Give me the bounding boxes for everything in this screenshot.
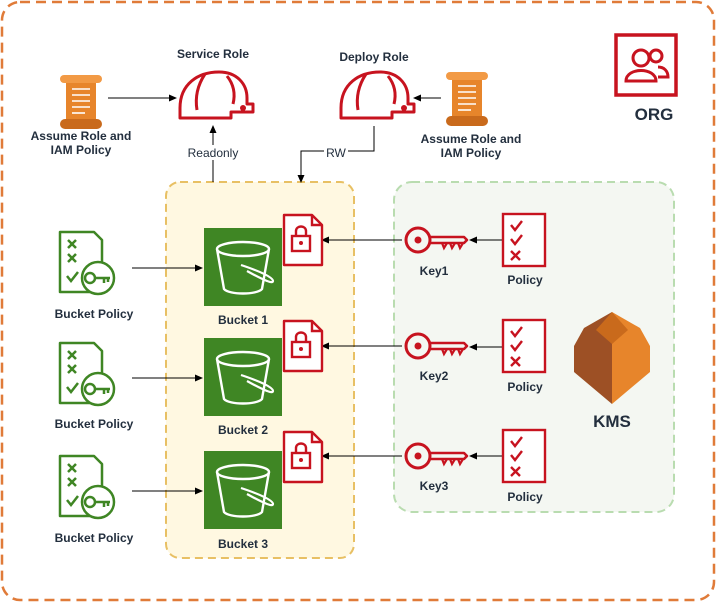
deploy-role-hardhat-icon [339, 70, 416, 120]
rw-label-bg [324, 145, 348, 160]
org-label: ORG [635, 105, 674, 124]
org-icon [614, 33, 678, 97]
encrypted-doc-2-icon [282, 319, 324, 373]
service-role-label: Service Role [177, 47, 249, 61]
bucket-policy-1-icon [58, 230, 116, 296]
bucket-2-s3-icon [202, 336, 284, 418]
assume-role-left-scroll-icon [59, 74, 103, 130]
bucket-policy-3-icon [58, 454, 116, 520]
assume-right-line2: IAM Policy [441, 146, 502, 160]
deploy-role-label: Deploy Role [339, 50, 409, 64]
bucket-3-label: Bucket 3 [218, 537, 268, 551]
key-1-label: Key1 [420, 264, 449, 278]
bucket-policy-2-icon [58, 341, 116, 407]
assume-left-line2: IAM Policy [51, 143, 112, 157]
key-2-label: Key2 [420, 369, 449, 383]
assume-right-line1: Assume Role and [421, 132, 522, 146]
kms-service-icon [574, 312, 650, 404]
key-policy-1-label: Policy [507, 273, 543, 287]
encrypted-doc-3-icon [282, 430, 324, 484]
edge-label-rw: RW [326, 146, 346, 160]
encrypted-doc-1-icon [282, 213, 324, 267]
bucket-2-label: Bucket 2 [218, 423, 268, 437]
bucket-policy-3-label: Bucket Policy [55, 531, 134, 545]
key-policy-2-icon [501, 318, 547, 374]
key-policy-3-icon [501, 428, 547, 484]
key-policy-2-label: Policy [507, 380, 543, 394]
bucket-policy-2-label: Bucket Policy [55, 417, 134, 431]
assume-role-right-scroll-icon [445, 71, 489, 127]
bucket-1-label: Bucket 1 [218, 313, 268, 327]
assume-left-line1: Assume Role and [31, 129, 132, 143]
bucket-3-s3-icon [202, 449, 284, 531]
key-policy-1-icon [501, 212, 547, 268]
kms-label: KMS [593, 412, 631, 431]
readonly-label-bg [184, 145, 242, 160]
key-policy-3-label: Policy [507, 490, 543, 504]
bucket-policy-1-label: Bucket Policy [55, 307, 134, 321]
key-3-label: Key3 [420, 479, 449, 493]
edge-label-readonly: Readonly [188, 146, 239, 160]
bucket-1-s3-icon [202, 226, 284, 308]
service-role-hardhat-icon [178, 70, 255, 120]
